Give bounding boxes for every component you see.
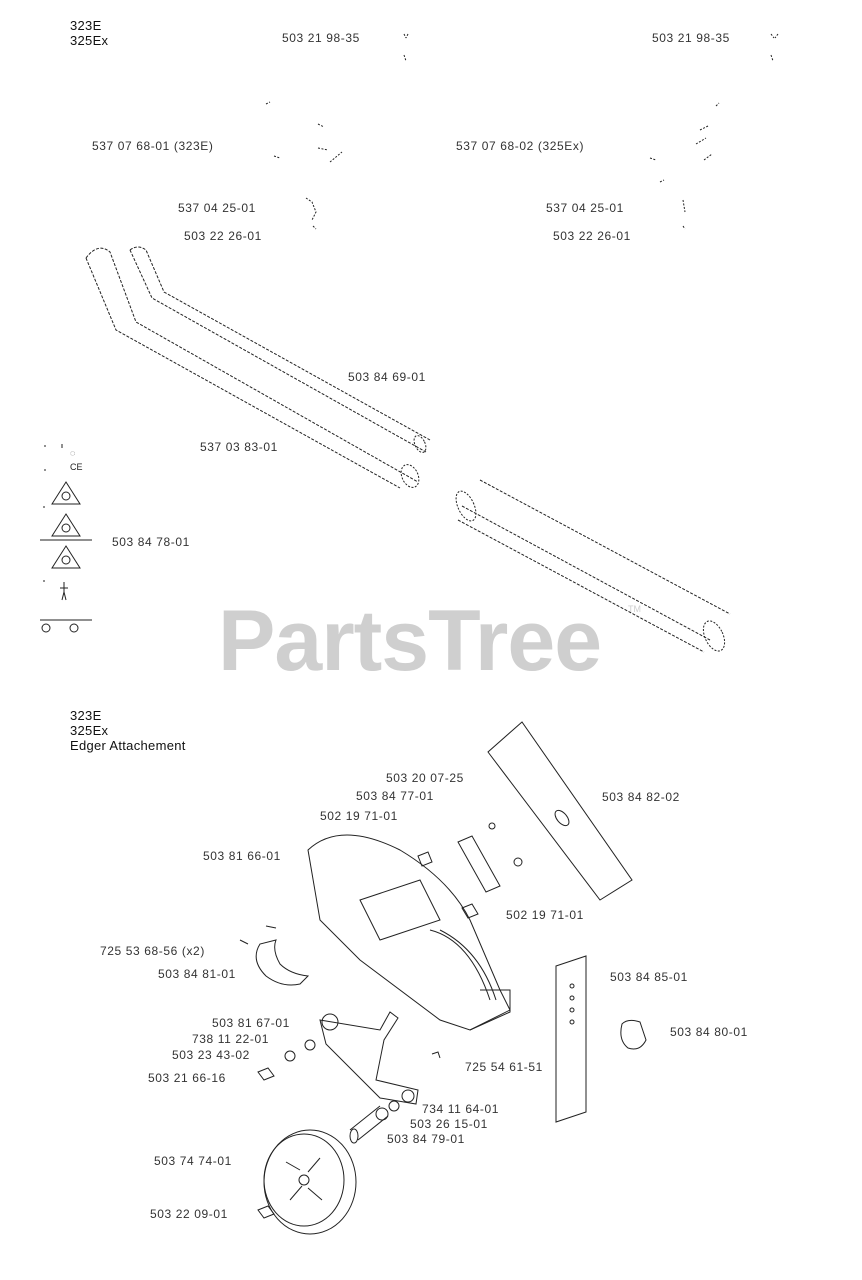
bolt-right: [682, 199, 686, 230]
part-label[interactable]: 503 84 81-01: [158, 967, 236, 981]
edger-plate: [555, 955, 587, 1123]
part-label[interactable]: 503 84 82-02: [602, 790, 680, 804]
part-label[interactable]: 537 03 83-01: [200, 440, 278, 454]
marker-lines: [265, 101, 720, 107]
part-label[interactable]: 734 11 64-01: [422, 1102, 500, 1116]
screw-top-right: [770, 33, 779, 62]
trademark-mark: TM: [628, 604, 641, 614]
part-label[interactable]: 537 07 68-01 (323E): [92, 139, 214, 153]
section2-model-323e: 323E: [70, 708, 102, 723]
clamp-right: [649, 125, 713, 183]
part-label[interactable]: 503 81 67-01: [212, 1016, 290, 1030]
section1-model-325ex: 325Ex: [70, 33, 109, 48]
part-label[interactable]: 537 04 25-01: [546, 201, 624, 215]
watermark-logo: PartsTree: [218, 593, 602, 689]
part-label[interactable]: 537 07 68-02 (325Ex): [456, 139, 585, 153]
knob: [620, 1019, 647, 1050]
part-label[interactable]: 503 84 69-01: [348, 370, 426, 384]
warning-decal-sheet: ◌ CE: [40, 444, 92, 633]
section2-title: Edger Attachement: [70, 738, 186, 753]
part-label[interactable]: 503 84 78-01: [112, 535, 190, 549]
person-icon: [60, 582, 68, 601]
part-label[interactable]: 503 22 26-01: [184, 229, 262, 243]
part-label[interactable]: 503 22 09-01: [150, 1207, 228, 1221]
bolt-left: [305, 197, 317, 230]
clamp-left: [273, 123, 343, 163]
part-label[interactable]: 503 21 66-16: [148, 1071, 226, 1085]
part-label[interactable]: 503 84 80-01: [670, 1025, 748, 1039]
part-label[interactable]: 537 04 25-01: [178, 201, 256, 215]
part-label[interactable]: 502 19 71-01: [506, 908, 584, 922]
shaft-tube-upper: [85, 246, 431, 489]
part-label[interactable]: 503 26 15-01: [410, 1117, 488, 1131]
part-label[interactable]: 725 54 61-51: [465, 1060, 543, 1074]
edger-assembly: [239, 721, 647, 1235]
axle: [349, 1105, 389, 1141]
boot-icon: [69, 623, 79, 633]
shaft-tube-lower: [455, 479, 731, 653]
warning-triangle-icon-1: [51, 481, 81, 505]
screw-top-left: [403, 33, 409, 62]
part-label[interactable]: 503 84 85-01: [610, 970, 688, 984]
svg-text:◌: ◌: [70, 448, 75, 458]
part-label[interactable]: 503 84 77-01: [356, 789, 434, 803]
part-label[interactable]: 503 84 79-01: [387, 1132, 465, 1146]
clamp-half: [255, 939, 310, 986]
warning-triangle-icon-2: [51, 513, 81, 537]
section1-model-323e: 323E: [70, 18, 102, 33]
part-label[interactable]: 503 20 07-25: [386, 771, 464, 785]
part-label[interactable]: 725 53 68-56 (x2): [100, 944, 205, 958]
part-label[interactable]: 503 74 74-01: [154, 1154, 232, 1168]
part-label[interactable]: 503 22 26-01: [553, 229, 631, 243]
edger-blade: [487, 721, 633, 901]
part-label[interactable]: 738 11 22-01: [192, 1032, 270, 1046]
part-label[interactable]: 503 23 43-02: [172, 1048, 250, 1062]
blade-guard: [307, 834, 511, 1031]
svg-text:CE: CE: [70, 462, 83, 472]
part-label[interactable]: 502 19 71-01: [320, 809, 398, 823]
part-label[interactable]: 503 21 98-35: [652, 31, 730, 45]
wheel-arm: [319, 1011, 419, 1105]
part-label[interactable]: 503 21 98-35: [282, 31, 360, 45]
bracket-plate: [457, 835, 501, 893]
glove-icon: [41, 623, 51, 633]
part-label[interactable]: 503 81 66-01: [203, 849, 281, 863]
section2-model-325ex: 325Ex: [70, 723, 109, 738]
warning-triangle-icon-3: [51, 545, 81, 569]
